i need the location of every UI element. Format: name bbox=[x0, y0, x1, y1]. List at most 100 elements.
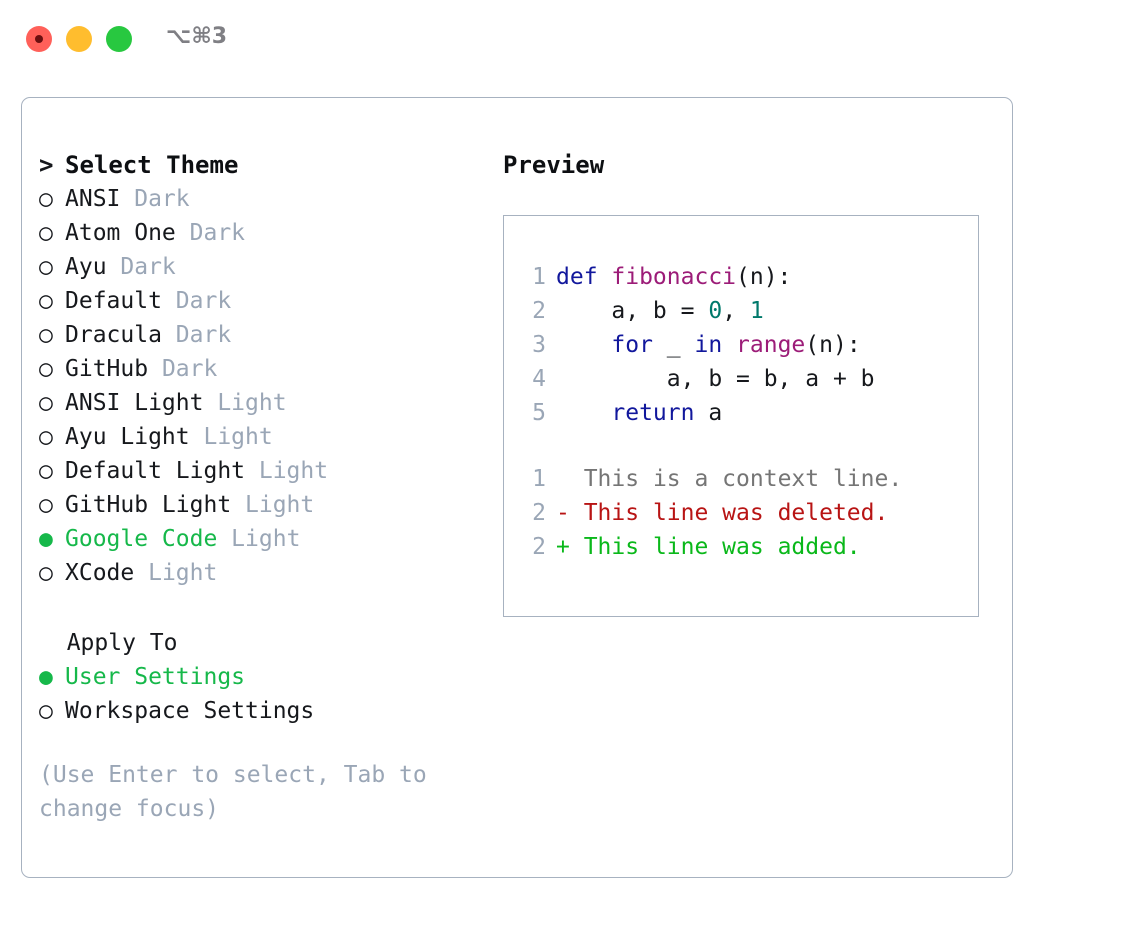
apply-to-option-label: User Settings bbox=[65, 664, 246, 690]
theme-option-label: Dracula bbox=[65, 322, 162, 348]
code-token-txt: (n): bbox=[805, 332, 861, 358]
line-number: 2 bbox=[532, 500, 546, 526]
line-number: 5 bbox=[532, 400, 546, 426]
line-number: 1 bbox=[532, 264, 546, 290]
radio-unselected-icon: ○ bbox=[39, 254, 67, 280]
theme-picker-header: > Select Theme bbox=[39, 148, 479, 182]
theme-option-dracula[interactable]: ○ Dracula Dark bbox=[39, 318, 479, 352]
theme-option-default-light[interactable]: ○ Default Light Light bbox=[39, 454, 479, 488]
code-token-kw: in bbox=[694, 332, 723, 358]
code-line: 5 return a bbox=[516, 396, 972, 430]
theme-variant-badge: Dark bbox=[120, 186, 190, 212]
theme-option-xcode[interactable]: ○ XCode Light bbox=[39, 556, 479, 590]
code-token-kw: for bbox=[611, 332, 653, 358]
theme-variant-badge: Dark bbox=[148, 356, 218, 382]
theme-option-label: XCode bbox=[65, 560, 135, 586]
line-number: 2 bbox=[532, 534, 546, 560]
theme-variant-badge: Light bbox=[134, 560, 218, 586]
keyboard-shortcut-label: ⌥⌘3 bbox=[166, 24, 228, 49]
main-panel: > Select Theme ○ ANSI Dark○ Atom One Dar… bbox=[21, 97, 1013, 878]
code-token-txt bbox=[556, 400, 611, 426]
diff-marker: + bbox=[556, 534, 584, 560]
theme-variant-badge: Light bbox=[245, 458, 329, 484]
title-bar: ⌥⌘3 bbox=[0, 0, 1140, 78]
apply-to-option-workspace-settings[interactable]: ○ Workspace Settings bbox=[39, 694, 479, 728]
code-token-kw: return bbox=[611, 400, 695, 426]
diff-marker: - bbox=[556, 500, 584, 526]
code-token-fn: fibonacci bbox=[611, 264, 737, 290]
code-line: 4 a, b = b, a + b bbox=[516, 362, 972, 396]
code-token-num: 0 bbox=[708, 298, 723, 324]
radio-selected-icon: ● bbox=[39, 526, 67, 552]
theme-option-google-code[interactable]: ● Google Code Light bbox=[39, 522, 479, 556]
theme-option-ansi-light[interactable]: ○ ANSI Light Light bbox=[39, 386, 479, 420]
theme-variant-badge: Dark bbox=[175, 220, 246, 246]
apply-to-option-label: Workspace Settings bbox=[65, 698, 315, 724]
theme-picker-header-label: Select Theme bbox=[65, 151, 239, 179]
diff-lines: 1 This is a context line. 2- This line wa… bbox=[516, 462, 972, 564]
theme-option-label: Atom One bbox=[65, 220, 176, 246]
diff-line-add: 2+ This line was added. bbox=[516, 530, 972, 564]
theme-option-github[interactable]: ○ GitHub Dark bbox=[39, 352, 479, 386]
line-number: 2 bbox=[532, 298, 546, 324]
theme-variant-badge: Light bbox=[189, 424, 273, 450]
prompt-caret-icon: > bbox=[39, 151, 68, 179]
code-token-txt bbox=[722, 332, 736, 358]
code-token-kw: def bbox=[556, 264, 612, 290]
keyboard-hint-text: (Use Enter to select, Tab to change focu… bbox=[39, 762, 441, 822]
theme-option-ayu-light[interactable]: ○ Ayu Light Light bbox=[39, 420, 479, 454]
code-token-txt: a bbox=[694, 400, 723, 426]
minimize-button[interactable] bbox=[66, 26, 92, 52]
code-lines: 1 def fibonacci(n): 2 a, b = 0, 1 3 for _ i… bbox=[516, 260, 972, 430]
theme-option-label: GitHub Light bbox=[65, 492, 232, 518]
theme-option-label: ANSI Light bbox=[65, 390, 204, 416]
theme-option-label: Ayu bbox=[65, 254, 107, 280]
code-line: 3 for _ in range(n): bbox=[516, 328, 972, 362]
code-token-txt: , bbox=[722, 298, 750, 324]
theme-option-label: ANSI bbox=[65, 186, 121, 212]
theme-variant-badge: Dark bbox=[106, 254, 176, 280]
code-token-txt: _ bbox=[652, 332, 695, 358]
diff-marker bbox=[556, 466, 584, 492]
theme-option-label: Default Light bbox=[65, 458, 246, 484]
radio-unselected-icon: ○ bbox=[39, 288, 67, 314]
line-number: 4 bbox=[532, 366, 546, 392]
radio-unselected-icon: ○ bbox=[39, 698, 67, 724]
preview-panel: Preview 1 def fibonacci(n): 2 a, b = 0, 1 3… bbox=[503, 148, 995, 617]
theme-option-label: Google Code bbox=[65, 526, 218, 552]
theme-variant-badge: Light bbox=[217, 526, 301, 552]
theme-option-label: Default bbox=[65, 288, 162, 314]
code-token-txt: (n): bbox=[736, 264, 792, 290]
code-token-txt: a, b = bbox=[556, 298, 709, 324]
code-line: 1 def fibonacci(n): bbox=[516, 260, 972, 294]
theme-variant-badge: Dark bbox=[161, 322, 232, 348]
theme-option-ansi[interactable]: ○ ANSI Dark bbox=[39, 182, 479, 216]
diff-text: This is a context line. bbox=[583, 466, 903, 492]
apply-to-option-user-settings[interactable]: ● User Settings bbox=[39, 660, 479, 694]
line-number: 3 bbox=[532, 332, 546, 358]
theme-variant-badge: Light bbox=[231, 492, 315, 518]
code-diff-spacer bbox=[516, 430, 972, 462]
radio-unselected-icon: ○ bbox=[39, 186, 67, 212]
theme-option-default[interactable]: ○ Default Dark bbox=[39, 284, 479, 318]
diff-text: This line was deleted. bbox=[583, 500, 889, 526]
maximize-button[interactable] bbox=[106, 26, 132, 52]
apply-to-list: ● User Settings○ Workspace Settings bbox=[39, 660, 479, 728]
diff-line-ctx: 1 This is a context line. bbox=[516, 462, 972, 496]
theme-option-ayu[interactable]: ○ Ayu Dark bbox=[39, 250, 479, 284]
theme-picker: > Select Theme ○ ANSI Dark○ Atom One Dar… bbox=[39, 148, 479, 826]
radio-unselected-icon: ○ bbox=[39, 492, 67, 518]
radio-unselected-icon: ○ bbox=[39, 322, 67, 348]
radio-unselected-icon: ○ bbox=[39, 560, 67, 586]
preview-box: 1 def fibonacci(n): 2 a, b = 0, 1 3 for _ i… bbox=[503, 215, 979, 617]
radio-unselected-icon: ○ bbox=[39, 424, 67, 450]
theme-option-github-light[interactable]: ○ GitHub Light Light bbox=[39, 488, 479, 522]
theme-option-atom-one[interactable]: ○ Atom One Dark bbox=[39, 216, 479, 250]
radio-unselected-icon: ○ bbox=[39, 356, 67, 382]
code-token-txt: a, b = b, a + b bbox=[556, 366, 875, 392]
theme-variant-badge: Light bbox=[203, 390, 287, 416]
preview-title: Preview bbox=[503, 151, 605, 179]
code-token-txt bbox=[556, 332, 611, 358]
radio-unselected-icon: ○ bbox=[39, 220, 67, 246]
